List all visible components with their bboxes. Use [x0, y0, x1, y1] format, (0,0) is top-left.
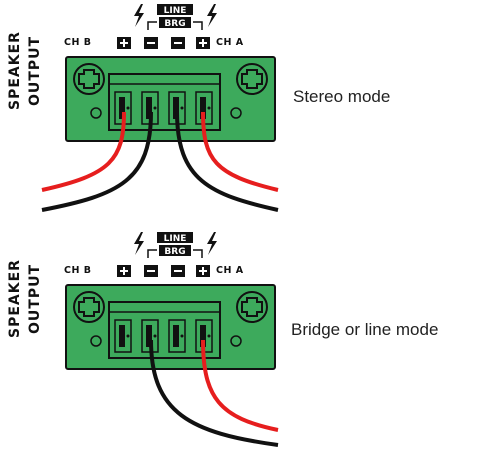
line-badge-label: LINE	[164, 6, 187, 16]
lightning-icon	[134, 4, 144, 27]
red-wire	[201, 111, 279, 192]
brg-badge-label: BRG	[164, 19, 185, 29]
polarity-plus-icon	[196, 37, 210, 49]
screw-icon	[236, 63, 268, 95]
output-label: OUTPUT	[27, 264, 43, 334]
black-wire	[175, 111, 279, 212]
red-wire	[41, 111, 126, 192]
polarity-plus-icon	[117, 37, 131, 49]
screw-icon	[236, 291, 268, 323]
stereo-mode-label: Stereo mode	[293, 87, 391, 106]
screw-icon	[73, 291, 105, 323]
lightning-icon	[207, 4, 217, 27]
polarity-plus-icon	[117, 265, 131, 277]
lightning-icon	[207, 232, 217, 255]
ch-a-label: CH A	[216, 265, 244, 276]
polarity-minus-icon	[144, 265, 158, 277]
ch-b-label: CH B	[64, 37, 92, 48]
red-wire	[201, 339, 279, 432]
black-wire	[149, 339, 279, 447]
screw-icon	[73, 63, 105, 95]
speaker-label: SPEAKER	[7, 31, 23, 110]
speaker-label: SPEAKER	[7, 259, 23, 338]
stereo-mode-diagram: LINE BRG	[0, 0, 503, 227]
black-wire	[41, 111, 153, 212]
polarity-minus-icon	[144, 37, 158, 49]
polarity-plus-icon	[196, 265, 210, 277]
polarity-minus-icon	[171, 265, 185, 277]
bridge-mode-diagram: LINE BRG	[0, 228, 503, 455]
output-label: OUTPUT	[27, 36, 43, 106]
lightning-icon	[134, 232, 144, 255]
ch-a-label: CH A	[216, 37, 244, 48]
brg-badge-label: BRG	[164, 247, 185, 257]
connector-graphic: LINE BRG	[65, 232, 279, 447]
polarity-minus-icon	[171, 37, 185, 49]
bridge-mode-label: Bridge or line mode	[291, 320, 439, 339]
line-badge-label: LINE	[164, 234, 187, 244]
ch-b-label: CH B	[64, 265, 92, 276]
connector-graphic: LINE BRG	[41, 4, 279, 212]
